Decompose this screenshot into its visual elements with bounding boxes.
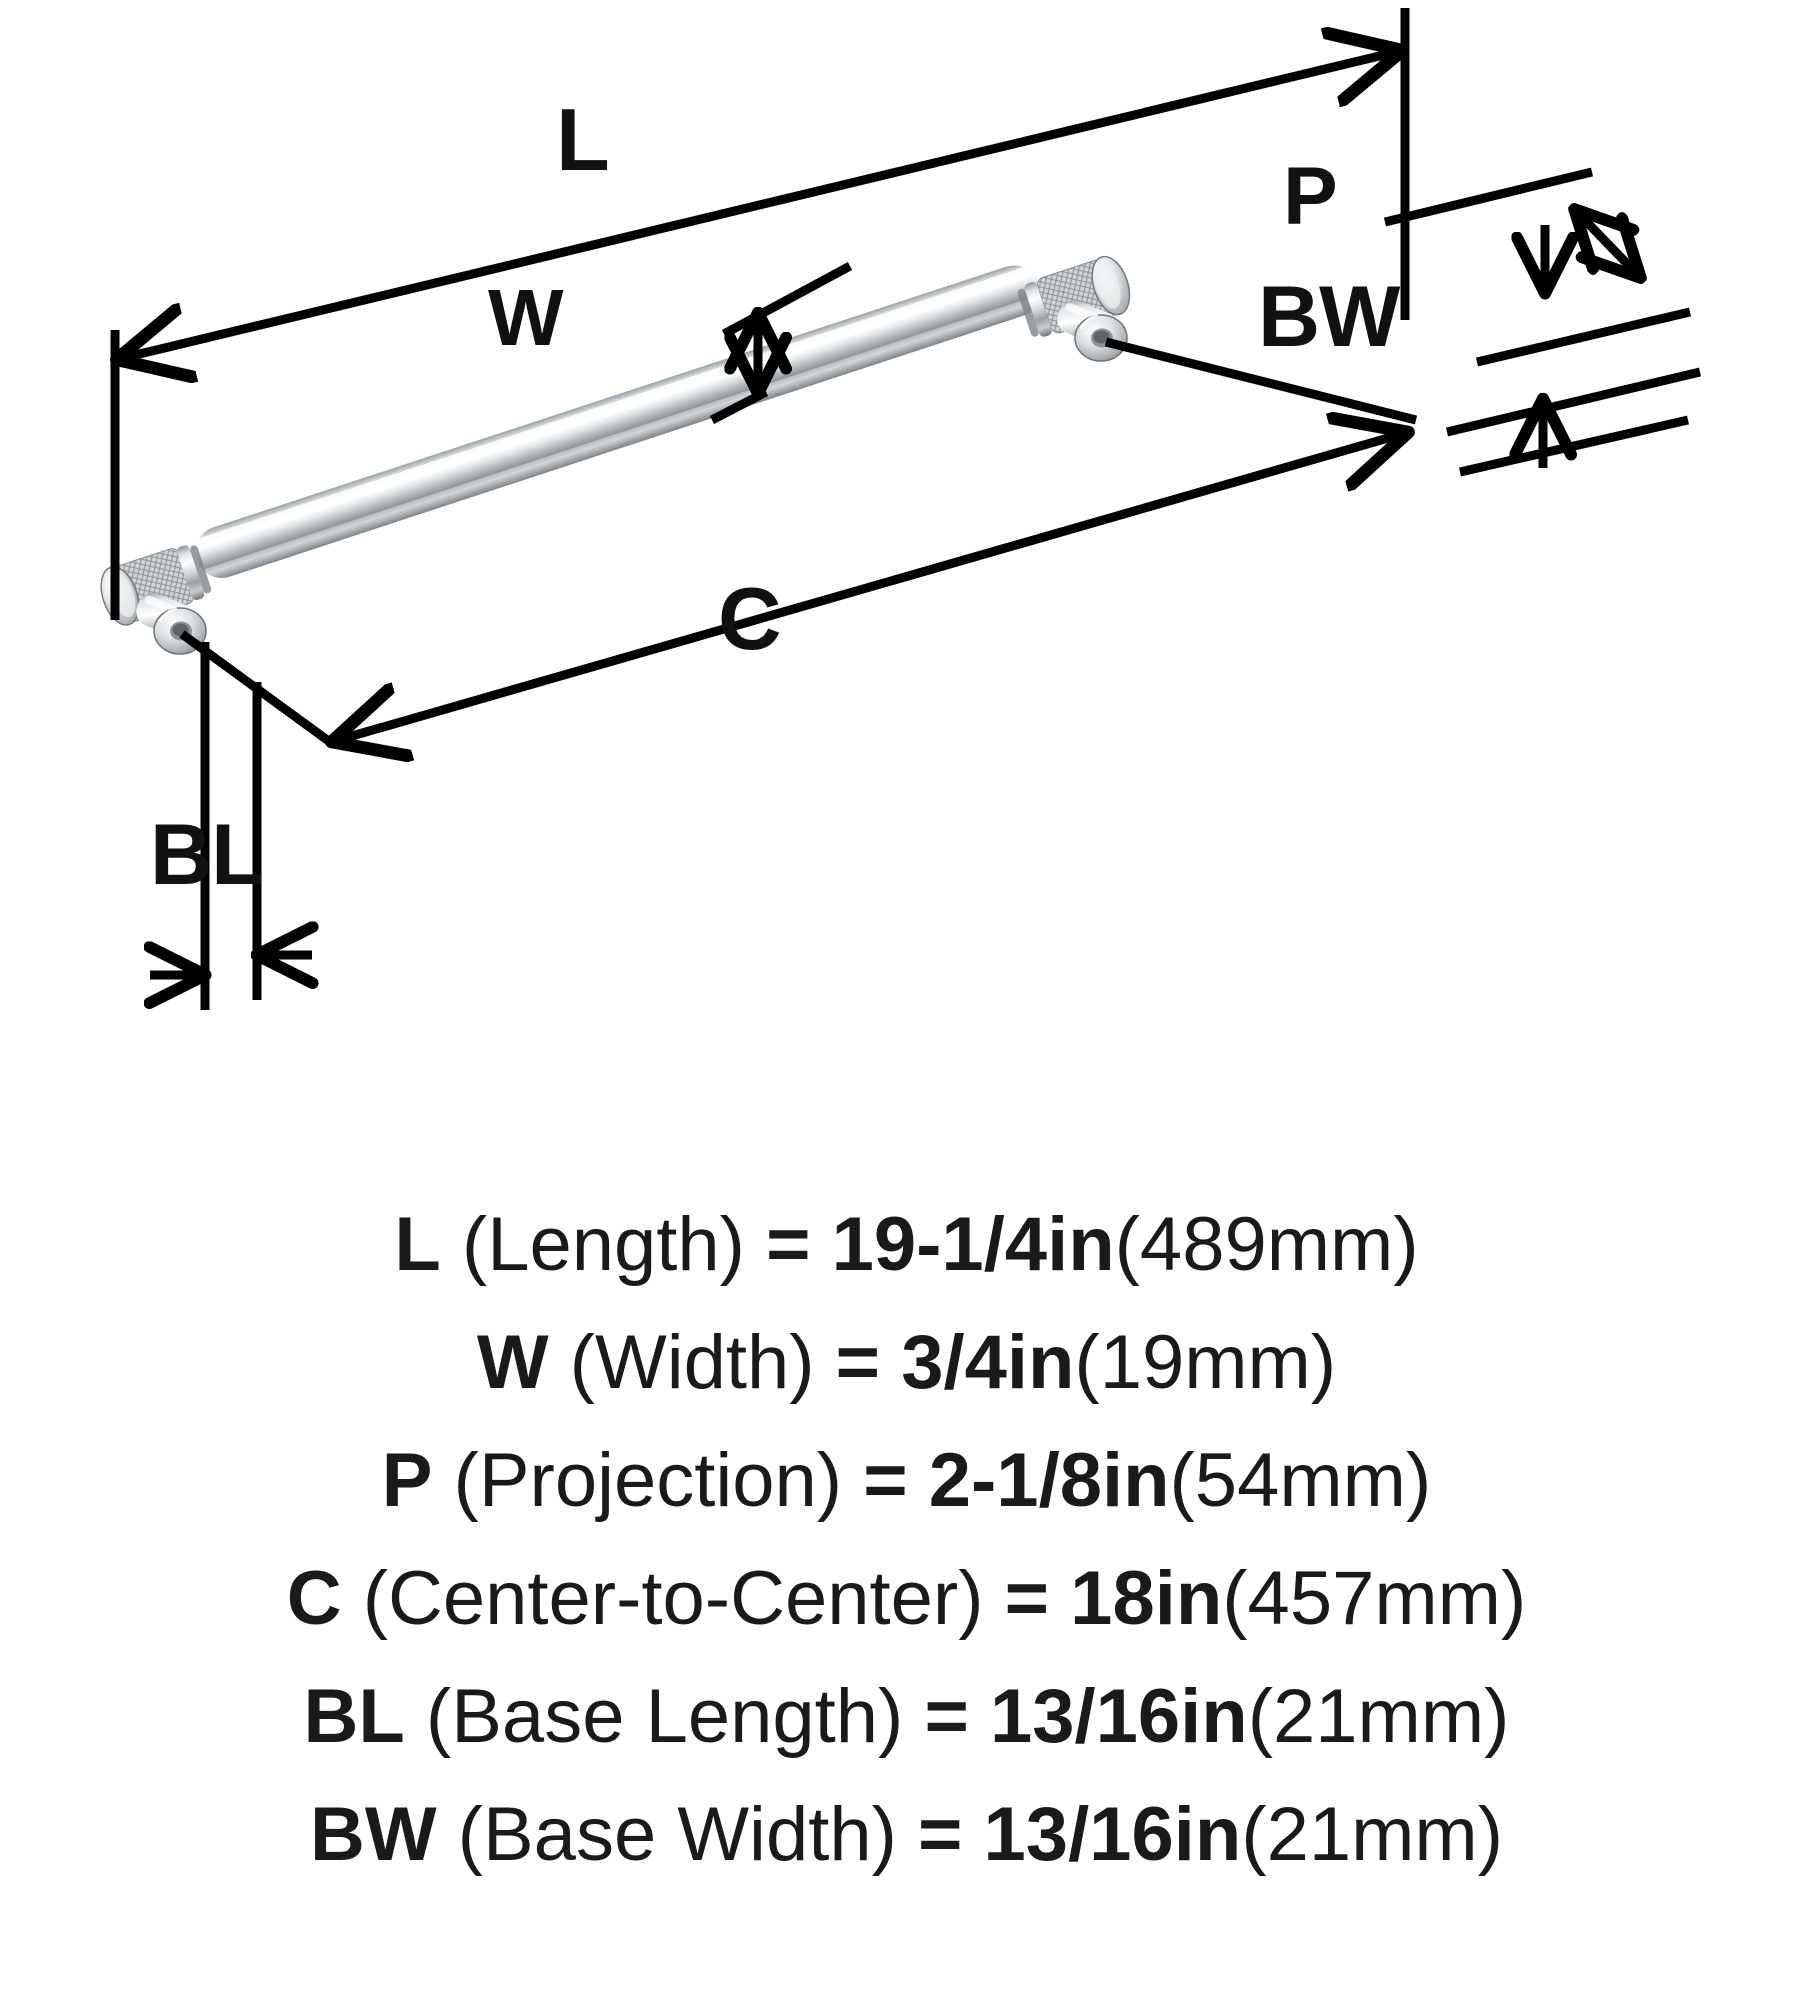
legend-value-mm-P: (54mm) — [1169, 1438, 1432, 1523]
legend-value-in-BW: 13/16in — [983, 1792, 1242, 1877]
dimension-label-base-width: BW — [1258, 269, 1400, 365]
product-dimension-diagram: L W P BW C BL — [100, 8, 1702, 1010]
legend-value-mm-C: (457mm) — [1222, 1556, 1527, 1641]
legend-desc-C: (Center-to-Center) — [341, 1556, 984, 1641]
legend-row-base-length: BL (Base Length) = 13/16in(21mm) — [0, 1679, 1813, 1755]
legend-equals-W: = — [814, 1320, 902, 1405]
legend-row-base-width: BW (Base Width) = 13/16in(21mm) — [0, 1797, 1813, 1873]
dimension-L — [115, 8, 1410, 620]
legend-desc-BW: (Base Width) — [436, 1792, 897, 1877]
end-cap-left — [100, 545, 212, 655]
dimension-P — [1383, 167, 1692, 367]
dimension-label-center-to-center: C — [718, 569, 782, 668]
legend-value-in-C: 18in — [1070, 1556, 1223, 1641]
legend-key-L: L — [394, 1202, 441, 1287]
legend-desc-L: (Length) — [440, 1202, 745, 1287]
diagram-canvas — [100, 8, 1702, 1010]
legend-row-length: L (Length) = 19-1/4in(489mm) — [0, 1207, 1813, 1283]
legend-value-in-L: 19-1/4in — [831, 1202, 1115, 1287]
product-illustration — [100, 255, 1131, 655]
legend-equals-L: = — [744, 1202, 832, 1287]
dimension-legend: L (Length) = 19-1/4in(489mm) W (Width) =… — [0, 1185, 1813, 2000]
legend-equals-BW: = — [896, 1792, 984, 1877]
legend-value-mm-W: (19mm) — [1074, 1320, 1337, 1405]
legend-value-mm-BL: (21mm) — [1247, 1674, 1510, 1759]
legend-equals-C: = — [983, 1556, 1071, 1641]
dimension-label-projection: P — [1283, 151, 1338, 242]
legend-key-BW: BW — [309, 1792, 437, 1877]
dimension-BW — [1445, 367, 1702, 477]
legend-key-P: P — [381, 1438, 433, 1523]
base-foot-right — [1074, 313, 1128, 362]
dimension-BL — [150, 642, 312, 1010]
legend-desc-P: (Projection) — [432, 1438, 843, 1523]
legend-row-center-to-center: C (Center-to-Center) = 18in(457mm) — [0, 1561, 1813, 1637]
legend-key-BL: BL — [303, 1674, 405, 1759]
dimension-label-width: W — [488, 273, 564, 362]
legend-value-in-BL: 13/16in — [989, 1674, 1248, 1759]
legend-value-in-W: 3/4in — [901, 1320, 1075, 1405]
legend-equals-P: = — [842, 1438, 929, 1523]
legend-row-projection: P (Projection) = 2-1/8in(54mm) — [0, 1443, 1813, 1519]
legend-desc-BL: (Base Length) — [404, 1674, 904, 1759]
legend-value-mm-BW: (21mm) — [1241, 1792, 1504, 1877]
legend-equals-BL: = — [903, 1674, 990, 1759]
dimension-C — [179, 337, 1418, 742]
legend-desc-W: (Width) — [548, 1320, 815, 1405]
legend-key-W: W — [476, 1320, 549, 1405]
dimension-label-base-length: BL — [150, 807, 264, 903]
legend-key-C: C — [286, 1556, 342, 1641]
dimension-label-length: L — [556, 90, 610, 189]
legend-value-mm-L: (489mm) — [1114, 1202, 1419, 1287]
legend-value-in-P: 2-1/8in — [928, 1438, 1170, 1523]
legend-row-width: W (Width) = 3/4in(19mm) — [0, 1325, 1813, 1401]
